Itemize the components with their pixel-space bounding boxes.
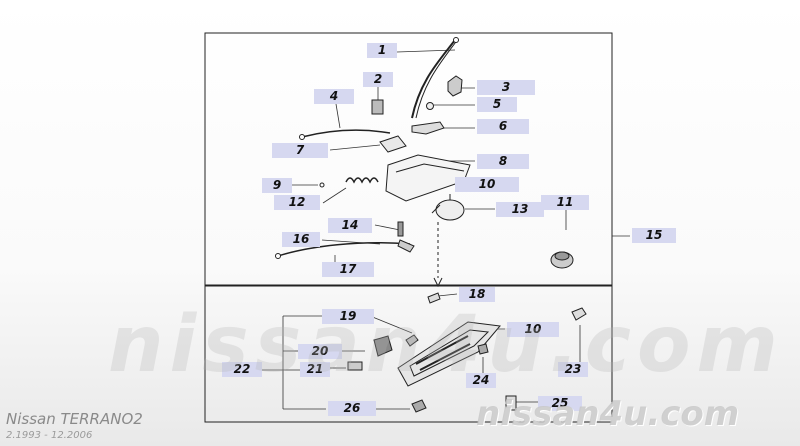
callout-13[interactable]: 13 (496, 202, 544, 217)
part-spring (345, 177, 379, 184)
part-bulb-socket (427, 292, 441, 304)
callout-1[interactable]: 1 (367, 43, 397, 58)
callout-4[interactable]: 4 (314, 89, 354, 104)
part-motor (435, 199, 465, 221)
watermark-large: nissan4u.com (108, 300, 784, 390)
part-cable-b (277, 242, 411, 257)
callout-5[interactable]: 5 (477, 97, 517, 112)
callout-15[interactable]: 15 (632, 228, 676, 243)
callout-9[interactable]: 9 (262, 178, 292, 193)
callout-7[interactable]: 7 (272, 143, 328, 158)
part-rod (411, 39, 456, 119)
callout-6[interactable]: 6 (477, 119, 529, 134)
callout-10-lower[interactable]: 10 (507, 322, 559, 337)
upper-frame (204, 32, 613, 286)
callout-14[interactable]: 14 (328, 218, 372, 233)
watermark-site: nissan4u.com (476, 394, 740, 434)
lower-frame (204, 285, 613, 423)
callout-8[interactable]: 8 (477, 154, 529, 169)
callout-25[interactable]: 25 (538, 396, 582, 411)
callout-20[interactable]: 20 (298, 344, 342, 359)
callout-26[interactable]: 26 (328, 401, 376, 416)
part-plate (505, 395, 517, 411)
part-bracket (371, 99, 384, 115)
callout-24[interactable]: 24 (466, 373, 496, 388)
part-clip-lower (411, 399, 427, 413)
parts (275, 37, 587, 413)
model-name: Nissan TERRANO2 (6, 410, 143, 428)
callout-11[interactable]: 11 (541, 195, 589, 210)
callout-21[interactable]: 21 (300, 362, 330, 377)
model-years: 2.1993 - 12.2006 (6, 430, 93, 441)
callout-17[interactable]: 17 (322, 262, 374, 277)
callout-3[interactable]: 3 (477, 80, 535, 95)
part-screw (397, 221, 404, 237)
callout-19[interactable]: 19 (322, 309, 374, 324)
part-clip (447, 75, 463, 97)
callout-16[interactable]: 16 (282, 232, 320, 247)
part-switch (373, 335, 393, 357)
part-cable-a (301, 129, 391, 138)
callout-10-upper[interactable]: 10 (455, 177, 519, 192)
callout-22[interactable]: 22 (222, 362, 262, 377)
part-washer (426, 102, 434, 110)
callout-12[interactable]: 12 (274, 195, 320, 210)
callout-2[interactable]: 2 (363, 72, 393, 87)
part-bulb (347, 361, 363, 371)
callout-18[interactable]: 18 (459, 287, 495, 302)
part-cap (571, 307, 587, 321)
callout-23[interactable]: 23 (558, 362, 588, 377)
part-lever (411, 121, 445, 135)
